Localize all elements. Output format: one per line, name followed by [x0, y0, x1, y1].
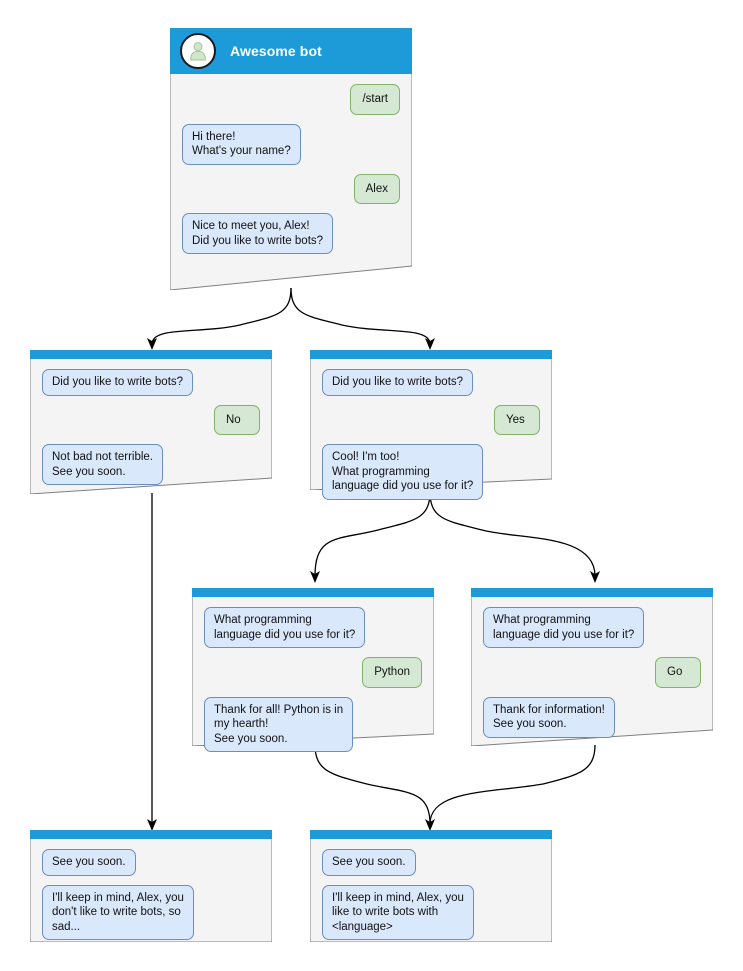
message-row: Thank for all! Python is in my hearth! S… — [204, 696, 422, 752]
bot-bubble: Cool! I'm too! What programming language… — [322, 444, 484, 500]
bot-bubble: Thank for information! See you soon. — [483, 696, 615, 738]
message-row: I'll keep in mind, Alex, you like to wri… — [322, 884, 540, 940]
message-row: I'll keep in mind, Alex, you don't like … — [42, 884, 260, 940]
bot-titlebar: Awesome bot — [170, 28, 412, 74]
node-end-happy[interactable]: See you soon. I'll keep in mind, Alex, y… — [310, 830, 552, 942]
bot-bubble: Hi there! What's your name? — [182, 123, 301, 165]
message-row: Alex — [182, 173, 400, 204]
message-row: What programming language did you use fo… — [204, 607, 422, 648]
node-end-sad[interactable]: See you soon. I'll keep in mind, Alex, y… — [30, 830, 272, 942]
bot-bubble: I'll keep in mind, Alex, you don't like … — [42, 884, 194, 940]
user-bubble: No — [214, 404, 260, 435]
person-avatar-icon — [180, 33, 216, 69]
chat-thread-no: Did you like to write bots? No Not bad n… — [30, 359, 272, 494]
node-no-branch[interactable]: Did you like to write bots? No Not bad n… — [30, 350, 272, 494]
user-bubble: Yes — [494, 404, 540, 435]
message-row: Hi there! What's your name? — [182, 123, 400, 165]
user-bubble: Python — [362, 657, 422, 688]
chat-thread-go: What programming language did you use fo… — [471, 597, 713, 747]
bot-bubble: Thank for all! Python is in my hearth! S… — [204, 696, 354, 752]
message-row: Go — [483, 657, 701, 688]
bot-bubble: See you soon. — [322, 849, 416, 876]
bot-bubble: See you soon. — [42, 849, 136, 876]
node-yes-branch[interactable]: Did you like to write bots? Yes Cool! I'… — [310, 350, 552, 500]
message-row: No — [42, 404, 260, 435]
bot-bubble: Not bad not terrible. See you soon. — [42, 444, 164, 485]
arrowhead-root-to-no — [147, 338, 157, 350]
message-row: Not bad not terrible. See you soon. — [42, 444, 260, 485]
bot-bubble: What programming language did you use fo… — [204, 607, 366, 648]
message-row: See you soon. — [322, 849, 540, 876]
message-row: What programming language did you use fo… — [483, 607, 701, 648]
avatar-glyph — [190, 42, 206, 61]
chat-thread-end-happy: See you soon. I'll keep in mind, Alex, y… — [310, 839, 552, 949]
chat-thread-python: What programming language did you use fo… — [192, 597, 434, 761]
message-row: /start — [182, 84, 400, 115]
chat-thread-root: /start Hi there! What's your name? Alex … — [170, 74, 412, 263]
user-bubble: /start — [350, 84, 400, 115]
edge-go-to-end-happy — [429, 744, 596, 825]
node-python-branch[interactable]: What programming language did you use fo… — [192, 588, 434, 752]
edge-root-to-yes — [290, 287, 431, 345]
edge-root-to-no — [151, 287, 292, 345]
message-row: Cool! I'm too! What programming language… — [322, 444, 540, 500]
bot-name-label: Awesome bot — [230, 43, 322, 59]
message-row: See you soon. — [42, 849, 260, 876]
bot-bubble: Nice to meet you, Alex! Did you like to … — [182, 213, 334, 254]
message-row: Python — [204, 657, 422, 688]
message-row: Yes — [322, 404, 540, 435]
message-row: Did you like to write bots? — [322, 369, 540, 396]
message-row: Nice to meet you, Alex! Did you like to … — [182, 213, 400, 254]
bot-bubble: I'll keep in mind, Alex, you like to wri… — [322, 884, 474, 940]
chat-thread-yes: Did you like to write bots? Yes Cool! I'… — [310, 359, 552, 509]
bot-bubble: Did you like to write bots? — [42, 369, 194, 396]
chat-thread-end-sad: See you soon. I'll keep in mind, Alex, y… — [30, 839, 272, 949]
node-root[interactable]: Awesome bot /start Hi there! What's your… — [170, 28, 412, 290]
node-go-branch[interactable]: What programming language did you use fo… — [471, 588, 713, 746]
arrowhead-yes-to-go — [590, 571, 600, 583]
message-row: Did you like to write bots? — [42, 369, 260, 396]
arrowhead-root-to-yes — [425, 338, 435, 350]
user-bubble: Go — [655, 657, 701, 688]
user-bubble: Alex — [353, 173, 400, 204]
bot-bubble: What programming language did you use fo… — [483, 607, 645, 648]
bot-bubble: Did you like to write bots? — [322, 369, 474, 396]
message-row: Thank for information! See you soon. — [483, 696, 701, 738]
arrowhead-yes-to-python — [310, 571, 320, 583]
